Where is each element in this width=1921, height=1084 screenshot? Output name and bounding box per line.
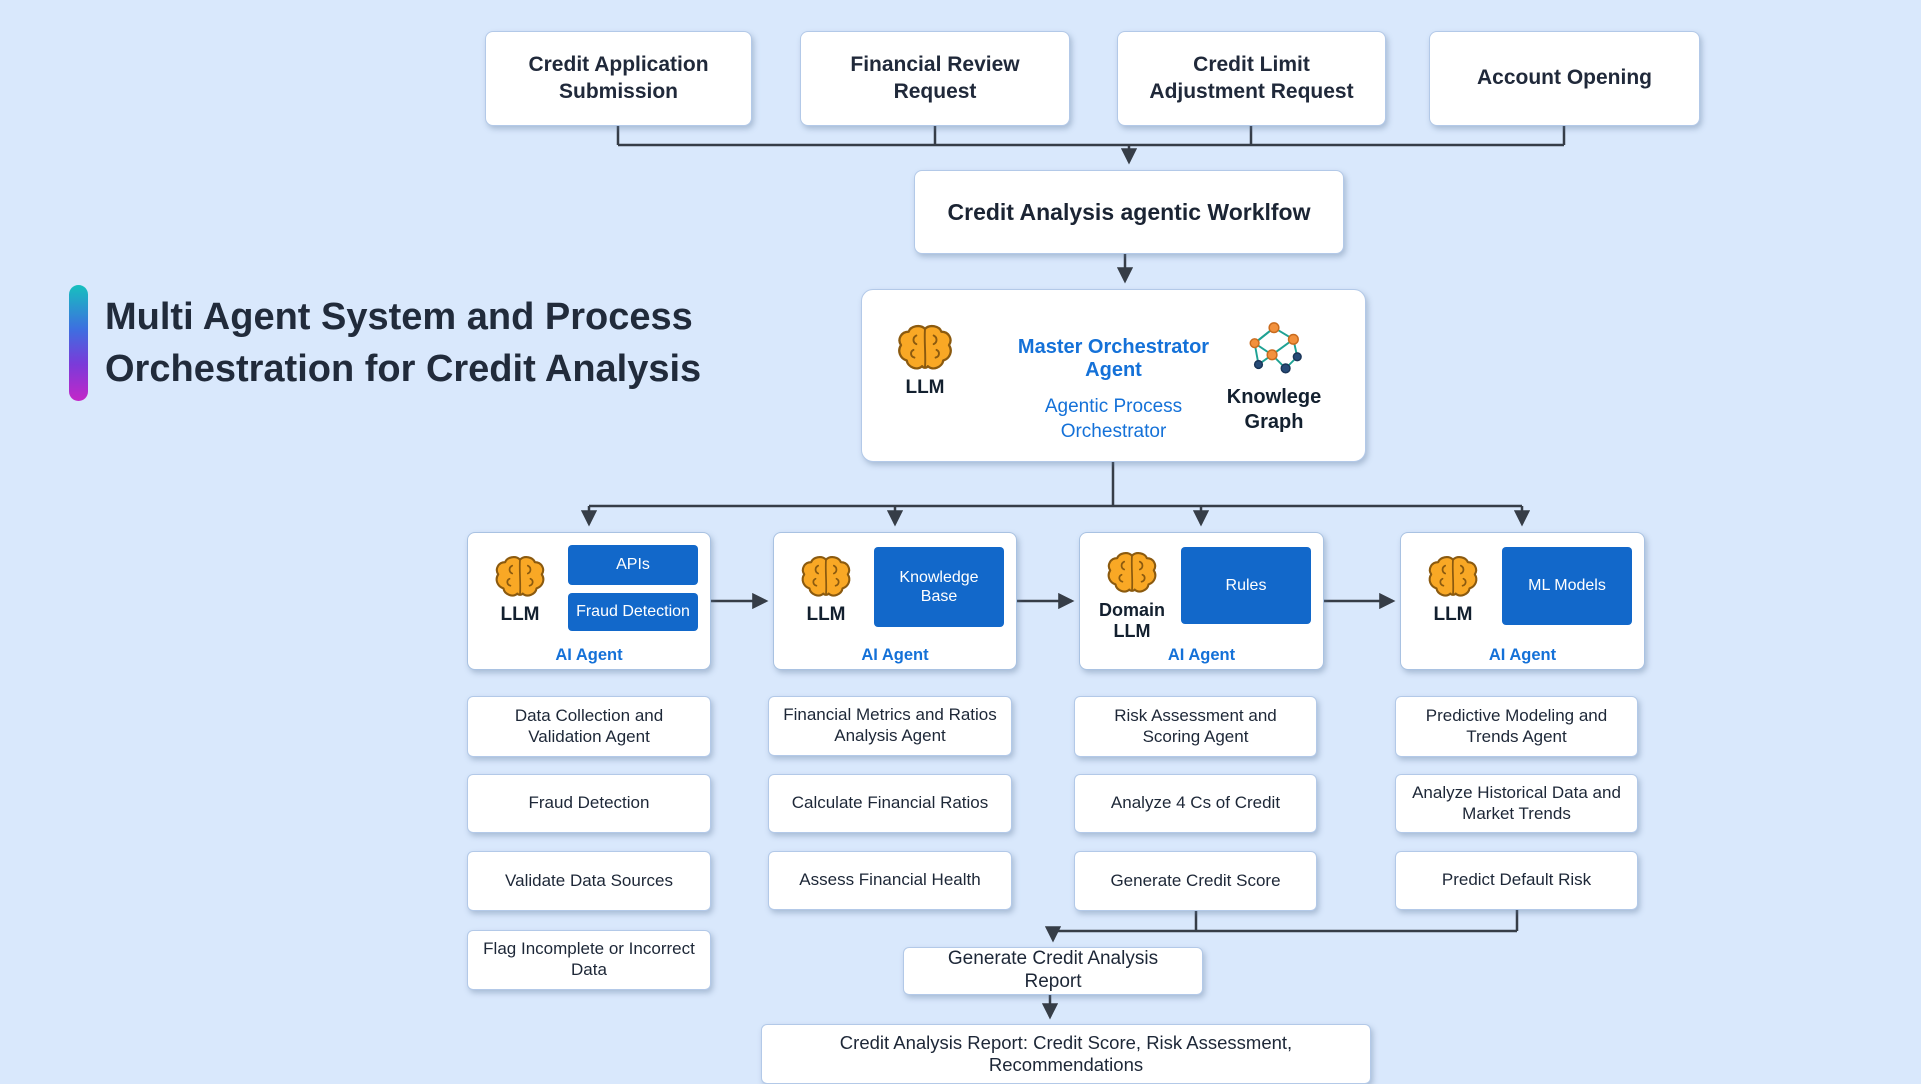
workflow-box: Credit Analysis agentic Worklfow — [914, 170, 1344, 254]
source-box-credit-limit: Credit Limit Adjustment Request — [1117, 31, 1386, 126]
task-box: Predict Default Risk — [1395, 851, 1638, 910]
task-label: Calculate Financial Ratios — [791, 793, 989, 813]
orchestrator-llm-label: LLM — [905, 377, 945, 398]
source-label: Account Opening — [1477, 66, 1652, 90]
brain-icon — [1426, 556, 1480, 603]
capability-badge: Knowledge Base — [874, 547, 1004, 627]
capability-badge: APIs — [568, 545, 698, 585]
ai-agent-label: AI Agent — [1167, 646, 1236, 664]
task-label: Analyze Historical Data and Market Trend… — [1412, 782, 1621, 823]
task-label: Data Collection and Validation Agent — [514, 705, 664, 746]
task-label: Generate Credit Score — [1110, 870, 1281, 890]
source-label: Credit Limit Adjustment Request — [1149, 53, 1354, 103]
orchestrator-box: LLM Master Orchestrator Agent Agentic Pr… — [861, 289, 1366, 462]
task-label: Predictive Modeling and Trends Agent — [1425, 705, 1608, 746]
capability-badge: ML Models — [1502, 547, 1632, 625]
task-box: Predictive Modeling and Trends Agent — [1395, 696, 1638, 757]
task-box: Calculate Financial Ratios — [768, 774, 1012, 833]
final-report-box: Credit Analysis Report: Credit Score, Ri… — [761, 1024, 1371, 1084]
task-box: Financial Metrics and Ratios Analysis Ag… — [768, 696, 1012, 756]
agent-llm-group: LLM — [480, 555, 560, 626]
brain-icon — [895, 324, 955, 376]
orchestrator-llm-group: LLM — [890, 324, 960, 399]
title-accent-bar — [69, 285, 88, 401]
ai-agent-label: AI Agent — [1488, 646, 1557, 664]
agent-llm-label: LLM — [1433, 604, 1473, 625]
agent-card-predictive-modeling: LLM ML Models AI Agent — [1400, 532, 1645, 670]
capability-badge: Rules — [1181, 547, 1311, 624]
agent-card-risk-assessment: Domain LLM Rules AI Agent — [1079, 532, 1324, 670]
agent-badges: APIs Fraud Detection — [568, 545, 698, 631]
task-label: Analyze 4 Cs of Credit — [1110, 793, 1281, 813]
source-label: Financial Review Request — [850, 53, 1020, 103]
agent-badges: ML Models — [1502, 547, 1632, 625]
source-label: Credit Application Submission — [528, 53, 709, 103]
brain-icon — [1105, 552, 1159, 599]
task-box: Generate Credit Score — [1074, 851, 1317, 911]
agent-llm-group: LLM — [786, 555, 866, 626]
agent-llm-label: Domain LLM — [1098, 600, 1165, 641]
task-box: Assess Financial Health — [768, 851, 1012, 910]
task-label: Risk Assessment and Scoring Agent — [1114, 705, 1277, 746]
generate-report-box: Generate Credit Analysis Report — [903, 947, 1203, 995]
task-label: Predict Default Risk — [1441, 870, 1592, 890]
agent-llm-label: LLM — [500, 604, 540, 625]
agent-llm-label: LLM — [806, 604, 846, 625]
agent-llm-group: Domain LLM — [1092, 551, 1172, 641]
source-box-financial-review: Financial Review Request — [800, 31, 1070, 126]
task-label: Flag Incomplete or Incorrect Data — [483, 939, 695, 979]
task-box: Fraud Detection — [467, 774, 711, 833]
task-label: Fraud Detection — [528, 793, 650, 813]
page-title-line1: Multi Agent System and Process — [105, 295, 693, 338]
agent-llm-group: LLM — [1413, 555, 1493, 626]
workflow-label: Credit Analysis agentic Worklfow — [947, 198, 1311, 225]
knowledge-graph-group: Knowlege Graph — [1209, 318, 1339, 435]
source-box-account-opening: Account Opening — [1429, 31, 1700, 126]
page-title-line2: Orchestration for Credit Analysis — [105, 348, 702, 390]
source-box-credit-application: Credit Application Submission — [485, 31, 752, 126]
brain-icon — [799, 556, 853, 603]
task-box: Analyze Historical Data and Market Trend… — [1395, 774, 1638, 833]
task-box: Validate Data Sources — [467, 851, 711, 911]
knowledge-graph-icon — [1243, 322, 1305, 384]
knowledge-graph-label: Knowlege Graph — [1226, 386, 1322, 433]
agent-card-data-collection: LLM APIs Fraud Detection AI Agent — [467, 532, 711, 670]
capability-badge: Fraud Detection — [568, 593, 698, 631]
task-label: Validate Data Sources — [505, 870, 673, 890]
final-report-label: Credit Analysis Report: Credit Score, Ri… — [839, 1031, 1293, 1075]
task-box: Flag Incomplete or Incorrect Data — [467, 930, 711, 990]
task-box: Risk Assessment and Scoring Agent — [1074, 696, 1317, 757]
orchestrator-title: Master Orchestrator Agent — [1017, 336, 1210, 381]
generate-report-label: Generate Credit Analysis Report — [947, 948, 1159, 992]
orchestrator-subtitle: Agentic Process Orchestrator — [1044, 396, 1183, 443]
brain-icon — [493, 556, 547, 603]
task-box: Analyze 4 Cs of Credit — [1074, 774, 1317, 833]
task-label: Assess Financial Health — [799, 870, 981, 890]
ai-agent-label: AI Agent — [555, 646, 623, 664]
diagram-title: Multi Agent System and Process Orchestra… — [69, 285, 701, 401]
task-box: Data Collection and Validation Agent — [467, 696, 711, 757]
task-label: Financial Metrics and Ratios Analysis Ag… — [783, 705, 997, 745]
orchestrator-text: Master Orchestrator Agent Agentic Proces… — [1004, 336, 1224, 444]
agent-badges: Rules — [1181, 547, 1311, 624]
agent-badges: Knowledge Base — [874, 547, 1004, 627]
ai-agent-label: AI Agent — [861, 646, 929, 664]
agent-card-financial-metrics: LLM Knowledge Base AI Agent — [773, 532, 1017, 670]
